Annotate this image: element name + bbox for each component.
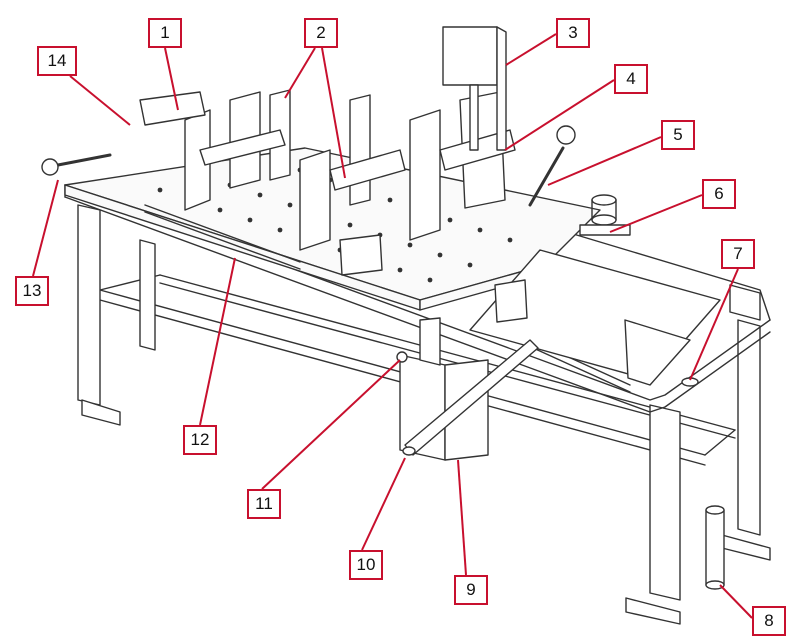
support-bar bbox=[402, 339, 539, 456]
callout-1: 1 bbox=[148, 18, 182, 48]
lever-handle-right bbox=[528, 125, 576, 207]
clamp-assembly-left bbox=[139, 89, 291, 211]
clamp-assembly-center bbox=[299, 94, 406, 276]
callout-9: 9 bbox=[454, 575, 488, 605]
callout-12: 12 bbox=[183, 425, 217, 455]
side-tray bbox=[469, 249, 761, 386]
lever-handle-left bbox=[41, 153, 112, 176]
frame-rails bbox=[64, 184, 771, 413]
callout-8: 8 bbox=[752, 606, 786, 636]
callout-7: 7 bbox=[721, 239, 755, 269]
callout-2: 2 bbox=[304, 18, 338, 48]
cylinder-unit bbox=[579, 194, 631, 236]
callout-11: 11 bbox=[247, 489, 281, 519]
callout-5: 5 bbox=[661, 120, 695, 150]
table-legs bbox=[77, 204, 771, 625]
leader-lines bbox=[32, 33, 753, 619]
lower-frame bbox=[99, 274, 736, 466]
sign-board bbox=[442, 26, 507, 151]
callout-14: 14 bbox=[37, 46, 77, 76]
standing-tube bbox=[705, 505, 725, 590]
callout-6: 6 bbox=[702, 179, 736, 209]
callout-13: 13 bbox=[15, 276, 49, 306]
callout-10: 10 bbox=[349, 550, 383, 580]
callout-4: 4 bbox=[614, 64, 648, 94]
callout-3: 3 bbox=[556, 18, 590, 48]
